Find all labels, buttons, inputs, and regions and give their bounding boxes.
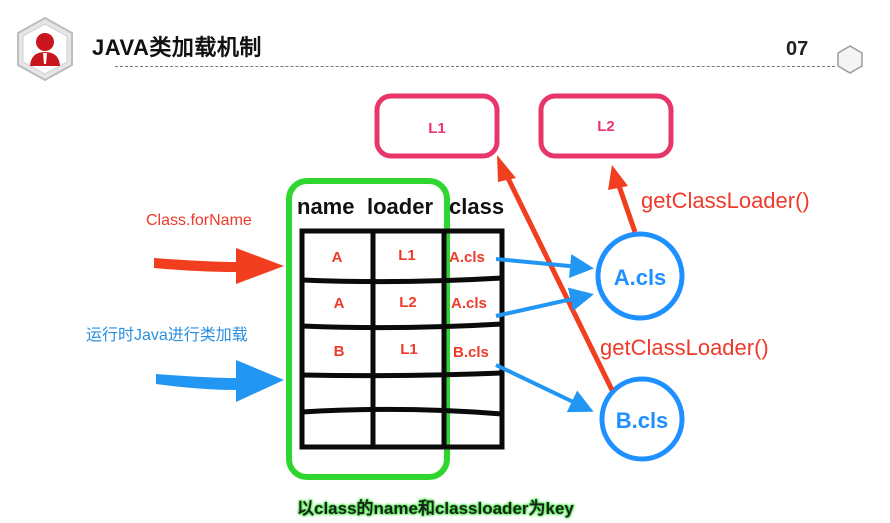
table-row: B L1 B.cls	[334, 341, 489, 361]
table-row: A L2 A.cls	[334, 294, 487, 312]
object-label-b-cls: B.cls	[616, 408, 669, 433]
page-number: 07	[786, 38, 809, 60]
table-cell-loader: L1	[398, 247, 416, 264]
loader-box-l1: L1	[374, 93, 500, 159]
loader-label-l1: L1	[428, 120, 446, 137]
user-avatar-icon	[17, 16, 73, 82]
object-label-a-cls: A.cls	[614, 265, 667, 290]
diagram-caption: 以class的name和classloader为key	[297, 499, 574, 518]
class-forname-arrow	[154, 248, 284, 284]
table-cell-name: B	[334, 343, 345, 360]
getclassloader-arrow-b-to-l1	[497, 155, 615, 392]
runtime-load-arrow	[156, 360, 284, 402]
table-cell-class: A.cls	[449, 249, 485, 266]
hexagon-decoration-icon	[835, 44, 865, 74]
arrow-row3-to-b-cls	[495, 363, 594, 413]
object-circle-b-cls: B.cls	[599, 376, 685, 462]
table-header-class: class	[449, 194, 504, 219]
getclassloader-arrow-a-to-l2	[608, 165, 638, 233]
get-class-loader-label-top: getClassLoader()	[641, 188, 810, 213]
table-cell-loader: L2	[399, 294, 417, 311]
arrow-row2-to-a-cls	[495, 287, 594, 318]
table-header-loader: loader	[367, 194, 433, 219]
loader-box-l2: L2	[538, 93, 674, 159]
loader-label-l2: L2	[597, 118, 615, 135]
table-row: A L1 A.cls	[332, 247, 485, 266]
arrow-row1-to-a-cls	[495, 254, 594, 279]
get-class-loader-label-bottom: getClassLoader()	[600, 335, 769, 360]
page-title: JAVA类加载机制	[92, 35, 262, 60]
table-header-name: name	[297, 194, 354, 219]
table-cell-name: A	[332, 249, 343, 266]
table-cell-name: A	[334, 295, 345, 312]
table-cell-loader: L1	[400, 341, 418, 358]
object-circle-a-cls: A.cls	[595, 231, 685, 321]
table-cell-class: A.cls	[451, 295, 487, 312]
table-grid	[299, 228, 505, 450]
mapping-arrows	[495, 254, 594, 413]
class-forname-label: Class.forName	[146, 212, 252, 229]
table-cell-class: B.cls	[453, 344, 489, 361]
runtime-load-label: 运行时Java进行类加载	[86, 326, 248, 344]
avatar-badge	[12, 16, 78, 82]
header-divider	[115, 66, 835, 67]
